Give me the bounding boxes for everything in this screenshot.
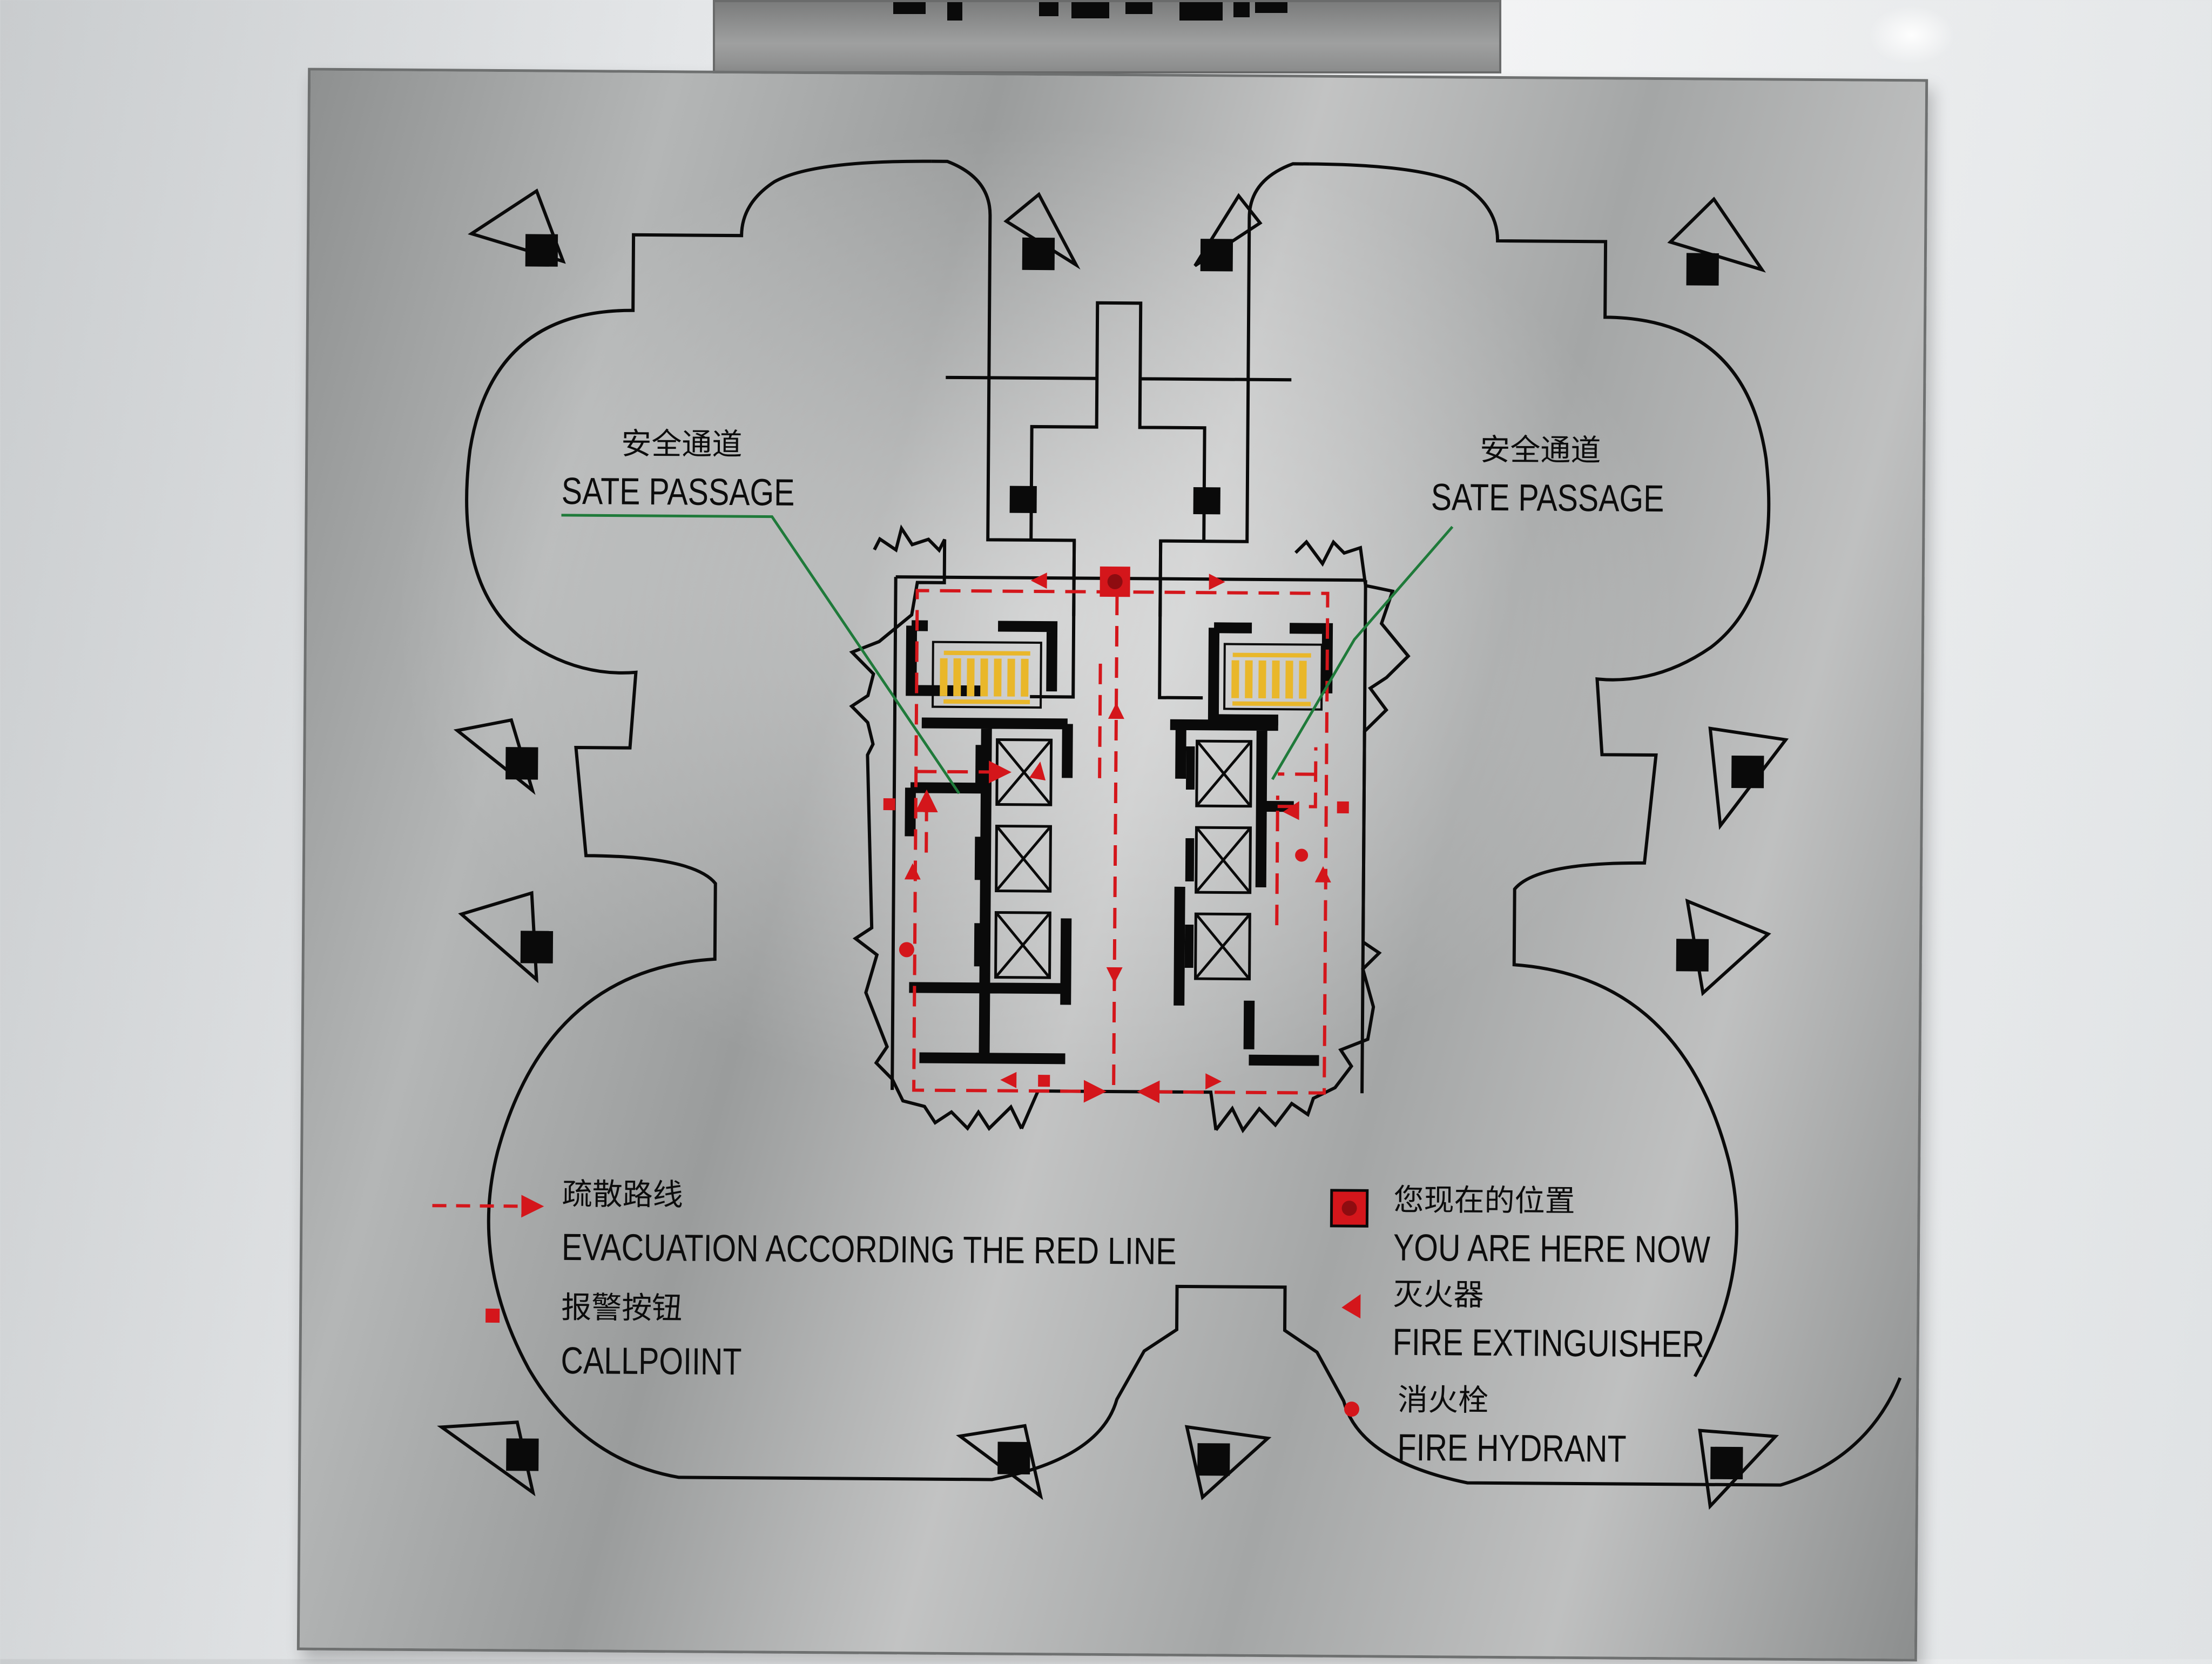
legend-evacuation-cn: 疏散路线 — [562, 1176, 683, 1213]
core-walls — [905, 620, 1333, 1066]
wall-reflection — [1869, 5, 1955, 65]
map-safety-markers — [883, 566, 1349, 1087]
legend-callpoint-en: CALLPOIINT — [561, 1339, 742, 1383]
legend-icons — [432, 1189, 1369, 1417]
legend-evacuation-en: EVACUATION ACCORDING THE RED LINE — [561, 1225, 1177, 1272]
legend-callpoint-cn: 报警按钮 — [561, 1290, 683, 1326]
legend-you-are-here-cn: 您现在的位置 — [1393, 1182, 1575, 1219]
left-callout-label-en: SATE PASSAGE — [561, 469, 795, 514]
legend-hydrant-en: FIRE HYDRANT — [1397, 1426, 1627, 1470]
window-block-markers — [437, 188, 1789, 1510]
legend-extinguisher-cn: 灭火器 — [1393, 1277, 1484, 1313]
legend-hydrant-cn: 消火栓 — [1397, 1382, 1489, 1418]
staircases — [932, 641, 1323, 711]
left-callout-label-cn: 安全通道 — [621, 426, 743, 463]
evacuation-plan-plate: 安全通道 SATE PASSAGE 安全通道 SATE PASSAGE 疏散路线… — [296, 68, 1928, 1662]
elevator-cars — [974, 738, 1253, 981]
legend-extinguisher-en: FIRE EXTINGUISHER — [1392, 1321, 1705, 1365]
right-callout-label-en: SATE PASSAGE — [1431, 476, 1664, 520]
core-outline — [849, 524, 1411, 1134]
right-callout-label-cn: 安全通道 — [1480, 432, 1601, 469]
floor-plan-map — [432, 159, 1902, 1510]
top-sign-plate — [713, 0, 1501, 73]
building-outline — [465, 159, 1902, 1487]
evacuation-route — [912, 589, 1330, 1103]
route-direction-arrows — [904, 572, 1331, 1090]
legend-you-are-here-en: YOU ARE HERE NOW — [1393, 1226, 1711, 1271]
top-sign-lettering — [893, 2, 1287, 21]
callout-leader-lines — [561, 514, 1454, 794]
